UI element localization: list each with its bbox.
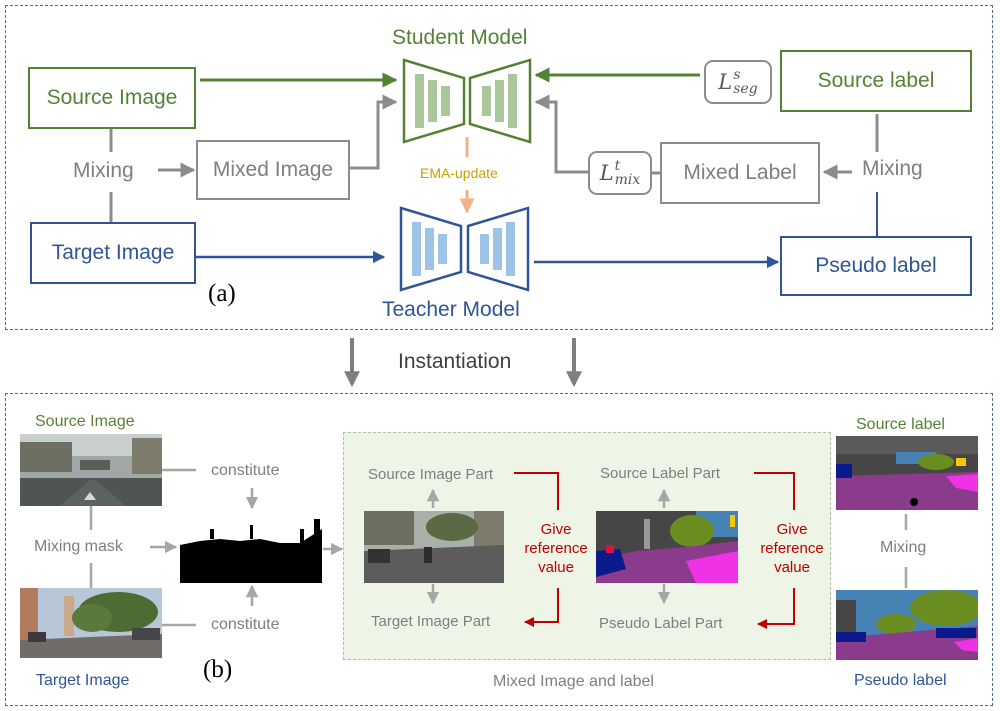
target-image-part-label: Target Image Part [371,613,491,630]
constitute-label-bottom: constitute [211,616,280,633]
teacher-model-title: Teacher Model [382,298,520,321]
arrow-mixed-image-to-student [350,94,398,170]
source-image-thumbnail [20,434,162,506]
instantiation-label: Instantiation [398,350,512,373]
student-model-icon [402,58,532,144]
target-image-box: Target Image [30,222,196,284]
mixing-mask-label: Mixing mask [34,538,123,555]
mixed-image-box: Mixed Image [196,140,350,200]
ema-update-label: EMA-update [420,165,498,181]
panel-a-tag: (a) [208,280,236,307]
pseudo-label-part-label: Pseudo Label Part [599,615,723,632]
source-image-box: Source Image [28,67,196,129]
pseudo-label-box: Pseudo label [780,236,972,296]
pseudo-label-thumbnail [836,590,978,660]
mixing-label-b: Mixing [880,539,927,556]
panel-b-tag: (b) [203,656,233,683]
source-image-part-label: Source Image Part [368,466,494,483]
mixing-label-left: Mixing [73,159,134,182]
arrow-loss-mix-to-student [534,94,588,174]
source-label-box: Source label [780,50,972,112]
panel-a-frame [5,5,993,330]
mixing-label-right: Mixing [862,157,923,180]
mixed-image-thumbnail [364,511,504,583]
mixed-region [343,432,831,660]
constitute-label-top: constitute [211,462,280,479]
pseudo-label-caption: Pseudo label [854,672,947,689]
mixed-region-caption: Mixed Image and label [493,673,654,690]
target-image-caption: Target Image [36,672,130,689]
mixing-mask-thumbnail [180,511,322,583]
source-image-caption: Source Image [35,413,135,430]
target-image-thumbnail [20,588,162,658]
source-label-thumbnail [836,436,978,510]
panel-b-frame [5,393,993,706]
source-label-caption: Source label [856,416,945,433]
mixed-label-box: Mixed Label [660,142,820,204]
teacher-model-icon [399,206,530,292]
mixed-label-thumbnail [596,511,738,583]
student-model-title: Student Model [392,26,528,49]
source-label-part-label: Source Label Part [600,465,721,482]
